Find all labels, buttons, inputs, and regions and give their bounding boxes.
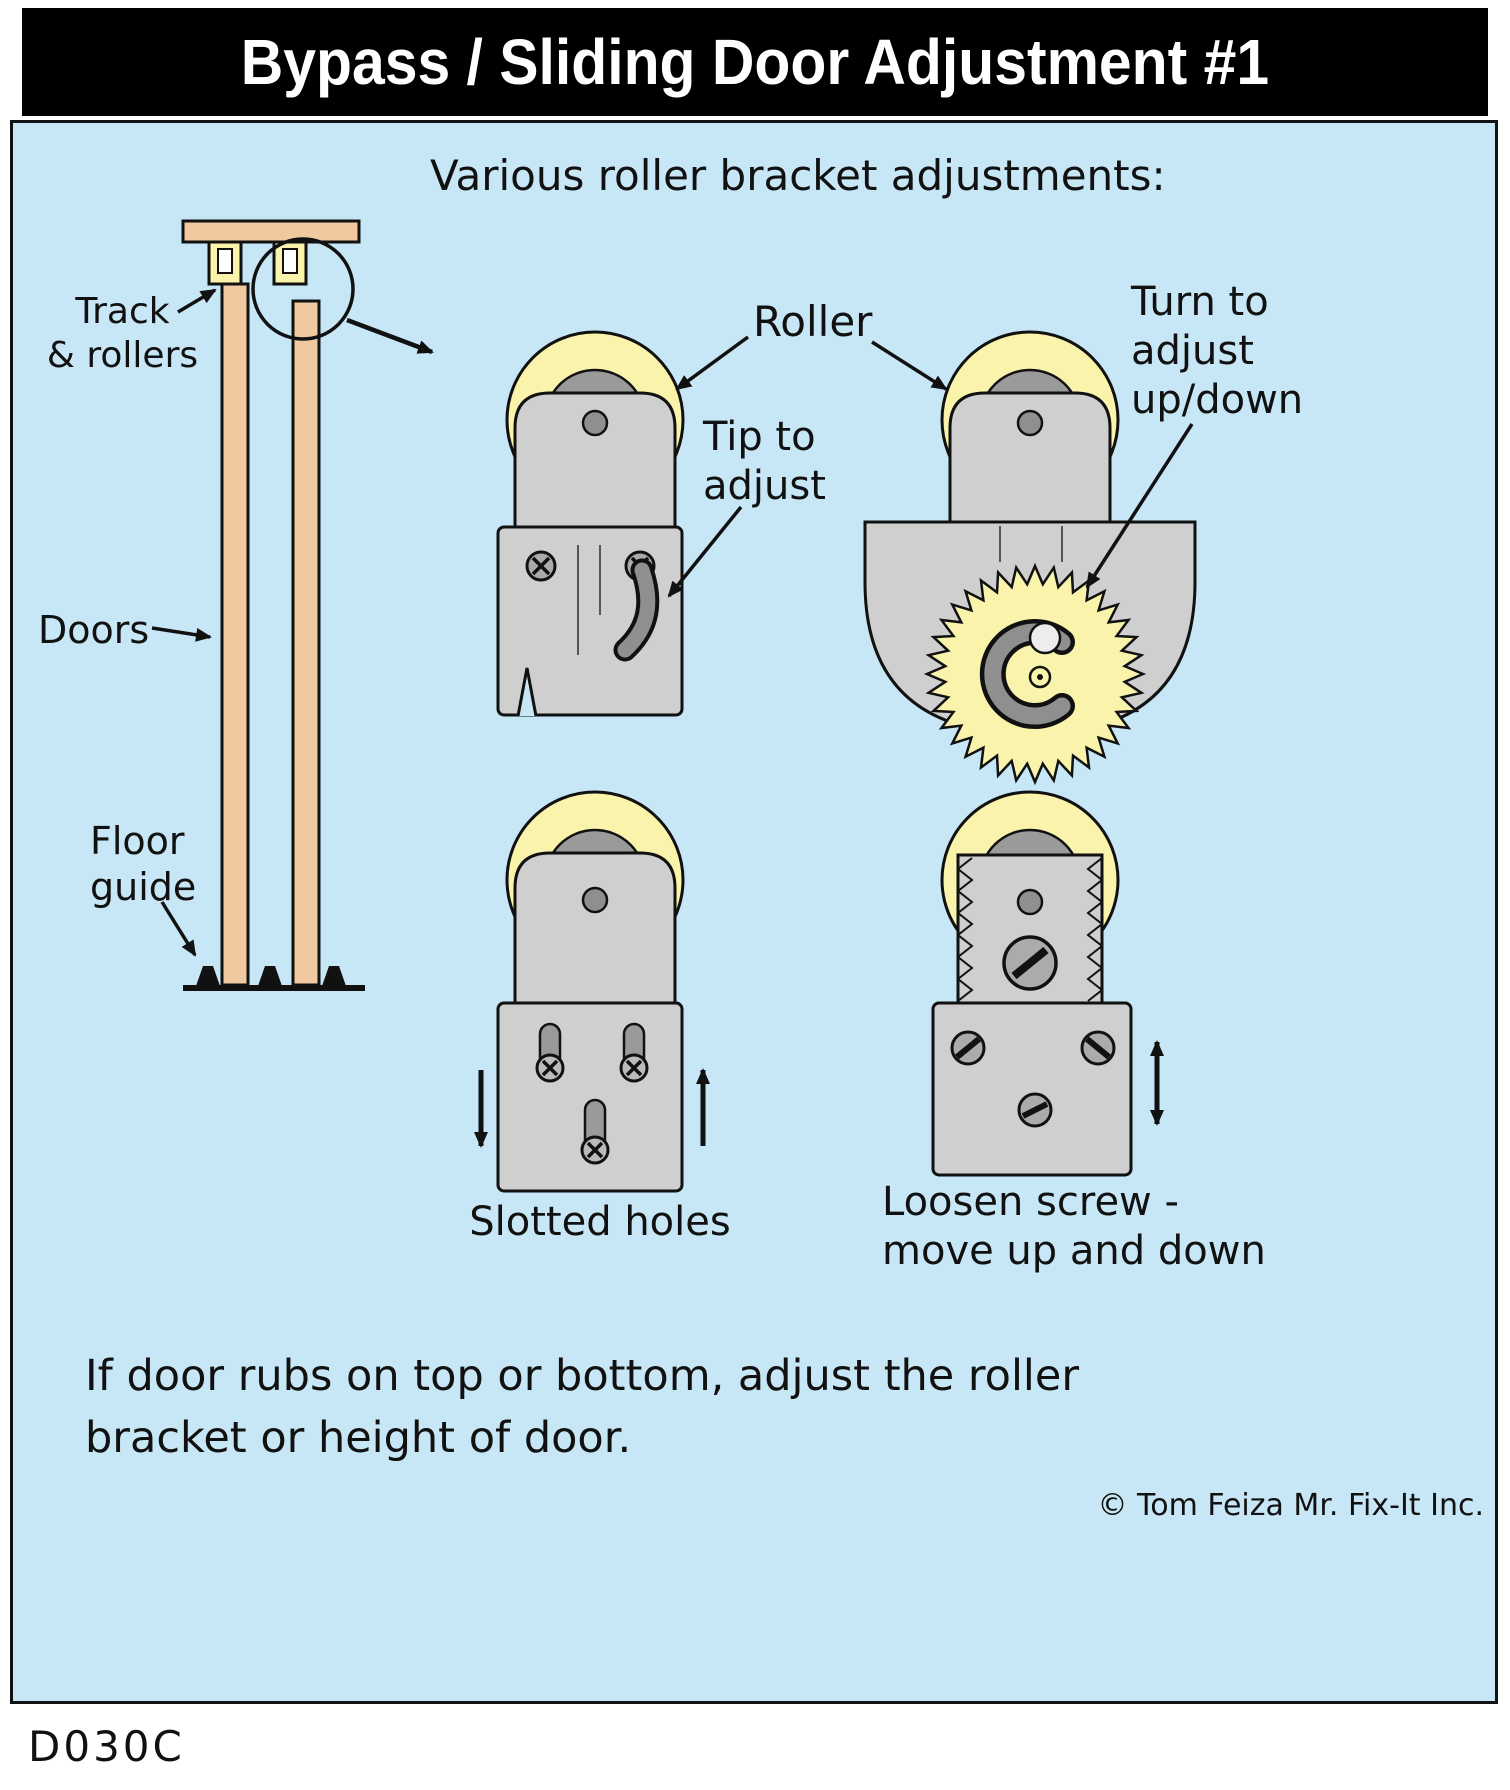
tip-to-adjust-label: Tip to adjust bbox=[703, 414, 826, 509]
turn-to-adjust-label: Turn to adjust up/down bbox=[1131, 279, 1304, 423]
loosen-screw-caption: Loosen screw - move up and down bbox=[882, 1179, 1266, 1274]
slotted-holes-caption: Slotted holes bbox=[469, 1199, 731, 1245]
roller-label: Roller bbox=[753, 297, 873, 346]
diagram-panel bbox=[10, 120, 1498, 1704]
copyright-text: © Tom Feiza Mr. Fix-It Inc. bbox=[1097, 1488, 1484, 1523]
track-rollers-label: Track & rollers bbox=[46, 291, 199, 376]
doors-label: Doors bbox=[38, 608, 150, 652]
subtitle: Various roller bracket adjustments: bbox=[430, 151, 1166, 200]
floor-guide-label: Floor guide bbox=[90, 819, 197, 910]
title-bar: Bypass / Sliding Door Adjustment #1 bbox=[22, 8, 1488, 116]
instruction-text: If door rubs on top or bottom, adjust th… bbox=[85, 1351, 1079, 1464]
diagram-code: D030C bbox=[28, 1722, 185, 1771]
page-title: Bypass / Sliding Door Adjustment #1 bbox=[240, 26, 1270, 98]
